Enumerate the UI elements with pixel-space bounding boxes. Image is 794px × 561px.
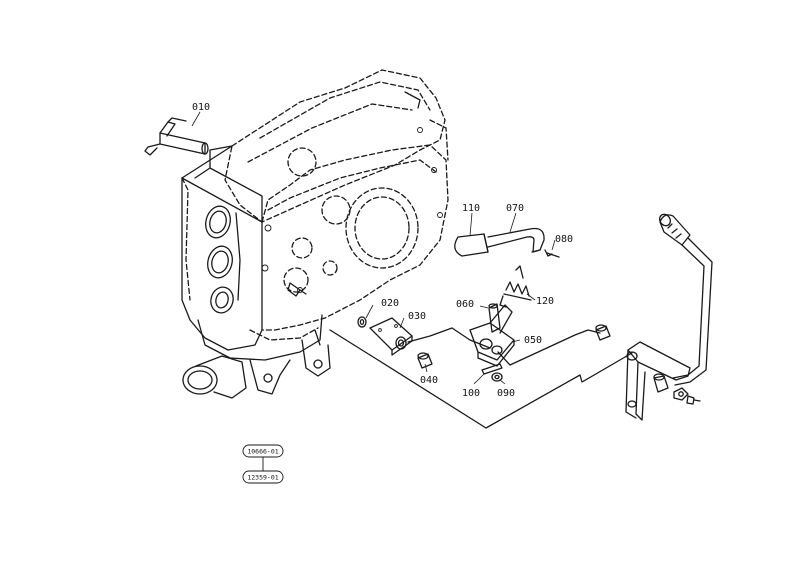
label-010: 010: [192, 102, 210, 113]
part-labels: 010 020 030 040 050 060 070 080 090 100 …: [192, 102, 573, 399]
bushing-040: [417, 352, 433, 369]
lever-050: [469, 304, 515, 367]
reference-stamps: 10666-01 12359-01: [242, 444, 284, 484]
label-060: 060: [456, 299, 474, 310]
engine-block: [181, 69, 449, 399]
cable-070: [487, 227, 545, 253]
spring-120: [499, 265, 532, 308]
label-040: 040: [420, 375, 438, 386]
label-030: 030: [408, 311, 426, 322]
knob-110: [454, 233, 489, 257]
bracket-030: [369, 317, 413, 356]
control-lever-assembly: [595, 213, 713, 421]
label-080: 080: [555, 234, 573, 245]
label-050: 050: [524, 335, 542, 346]
ref-upper: 10666-01: [247, 448, 278, 456]
pin-080: [544, 249, 560, 258]
label-020: 020: [381, 298, 399, 309]
leader-lines: [191, 111, 556, 385]
starting-handle: [144, 117, 209, 156]
label-120: 120: [536, 296, 554, 307]
washer-020: [357, 316, 367, 328]
ref-lower: 12359-01: [247, 474, 278, 482]
label-110: 110: [462, 203, 480, 214]
label-090: 090: [497, 388, 515, 399]
label-070: 070: [506, 203, 524, 214]
linkage-rods: [329, 327, 633, 429]
label-100: 100: [462, 388, 480, 399]
clip-100: [481, 363, 503, 375]
washer-090: [491, 372, 503, 382]
